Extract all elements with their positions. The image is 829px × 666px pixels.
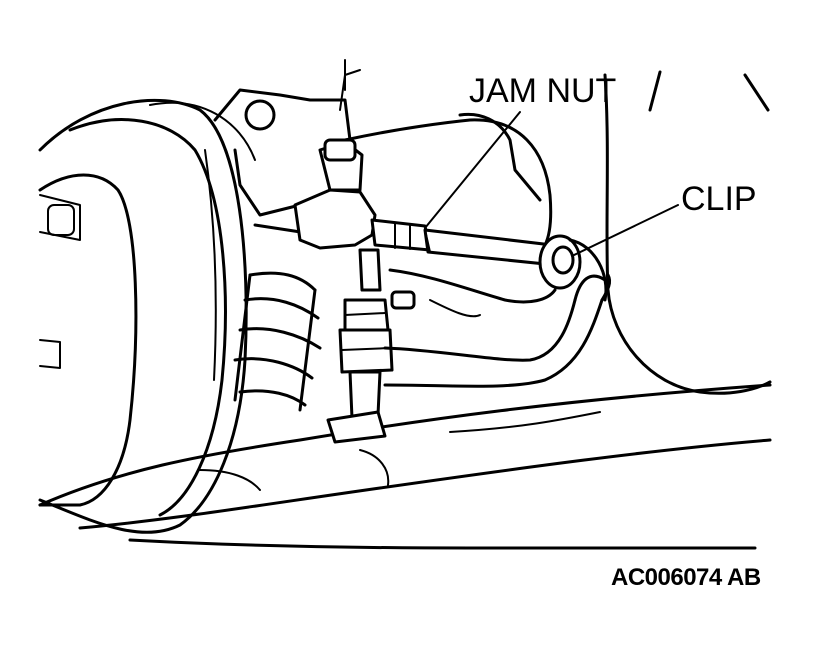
tie-rod-shaft — [423, 228, 557, 267]
body-fender — [344, 59, 772, 395]
clip-leader-line — [571, 204, 679, 257]
brake-rotor-hub — [38, 98, 256, 534]
stabilizer-link — [326, 248, 394, 444]
stabilizer-bar — [383, 273, 612, 388]
boot-clip — [538, 234, 608, 302]
rack-boot — [233, 271, 322, 412]
jam-nut-label: JAM NUT — [469, 72, 617, 110]
steering-rack-housing — [343, 112, 557, 318]
figure-code: AC006074 AB — [611, 564, 761, 591]
lower-control-arm — [38, 383, 772, 550]
jam-nut-leader-line — [424, 111, 521, 229]
tie-rod-end — [293, 138, 432, 252]
clip-label: CLIP — [681, 180, 757, 218]
